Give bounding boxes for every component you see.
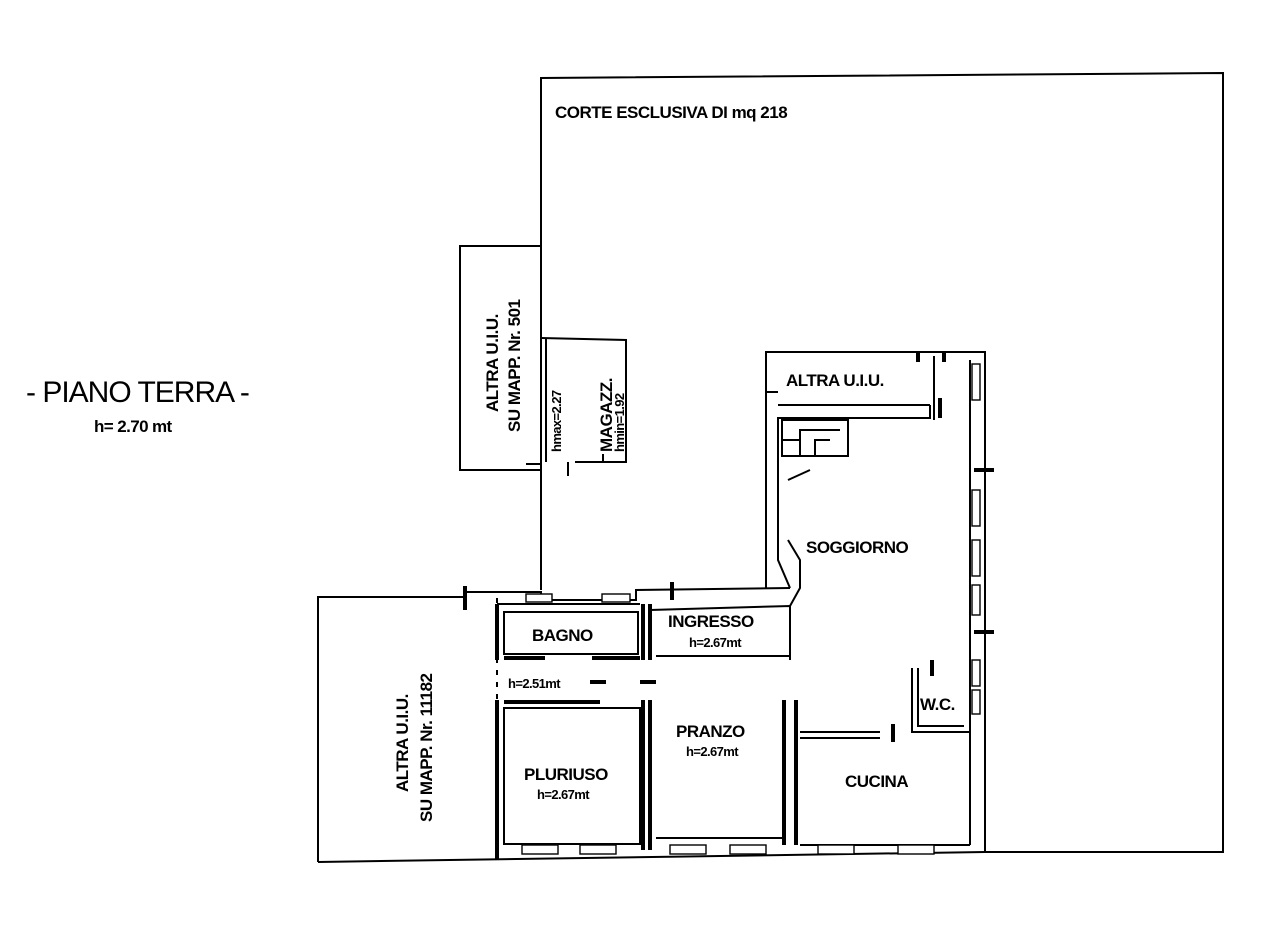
neighbor-11182-line2: SU MAPP. Nr. 11182 xyxy=(417,673,436,822)
floor-height-note: h= 2.70 mt xyxy=(94,417,173,436)
court-label: CORTE ESCLUSIVA DI mq 218 xyxy=(555,103,787,122)
floor-title: - PIANO TERRA - xyxy=(26,376,249,409)
storage-room: MAGAZZ. hmax=2.27 hmin=1.92 xyxy=(526,337,627,476)
neighbor-501-line2: SU MAPP. Nr. 501 xyxy=(505,299,524,432)
house-walls xyxy=(463,351,994,860)
storage-hmax: hmax=2.27 xyxy=(549,390,564,452)
room-ingresso-height: h=2.67mt xyxy=(689,635,742,650)
bottom-windows xyxy=(521,844,935,855)
neighbor-unit-501: ALTRA U.I.U. SU MAPP. Nr. 501 xyxy=(459,245,541,471)
neighbor-unit-11182: ALTRA U.I.U. SU MAPP. Nr. 11182 xyxy=(317,596,498,862)
room-plurius-height: h=2.67mt xyxy=(537,787,590,802)
neighbor-11182-line1: ALTRA U.I.U. xyxy=(393,694,412,792)
storage-hmin: hmin=1.92 xyxy=(612,393,627,452)
room-soggiorno: SOGGIORNO xyxy=(806,538,909,557)
room-disimpegno-height: h=2.51mt xyxy=(508,676,561,691)
top-windows xyxy=(525,593,631,603)
storage-name: MAGAZZ. xyxy=(597,378,616,452)
room-pranzo: PRANZO xyxy=(676,722,745,741)
neighbor-501-line1: ALTRA U.I.U. xyxy=(483,314,502,412)
room-ingresso: INGRESSO xyxy=(668,612,754,631)
room-cucina: CUCINA xyxy=(845,772,908,791)
room-plurius: PLURIUSO xyxy=(524,765,608,784)
room-pranzo-height: h=2.67mt xyxy=(686,744,739,759)
room-wc: W.C. xyxy=(920,695,955,714)
room-bagno: BAGNO xyxy=(532,626,593,645)
court-outline xyxy=(317,71,1224,863)
right-windows xyxy=(971,363,981,715)
neighbor-top-label: ALTRA U.I.U. xyxy=(786,371,884,390)
